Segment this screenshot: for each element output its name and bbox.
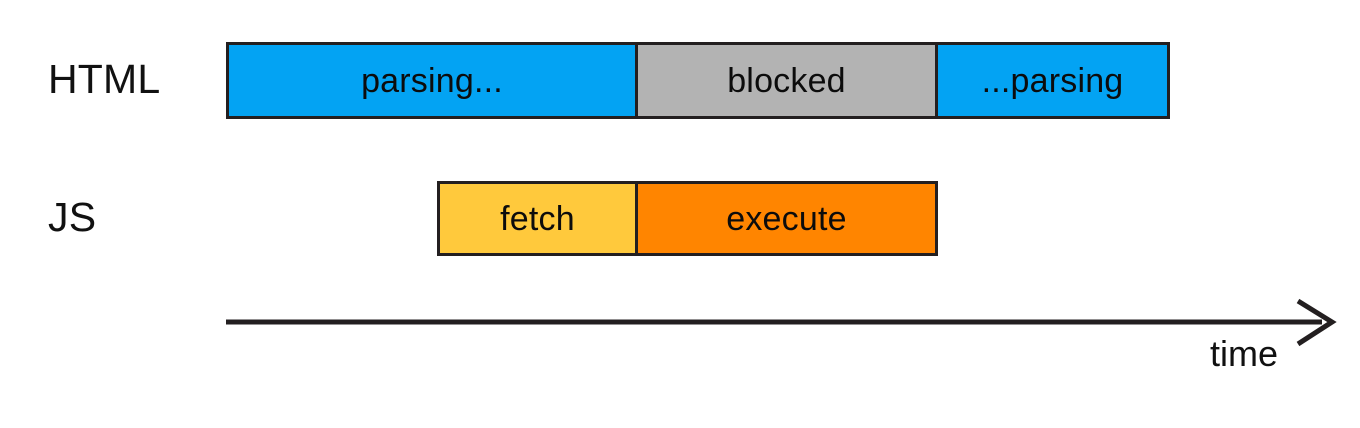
segment-label: fetch (500, 199, 575, 238)
arrow-right-icon (1296, 298, 1337, 347)
segment-label: execute (726, 199, 847, 238)
timeline-track-js: fetch execute (437, 181, 938, 256)
segment-label: blocked (727, 61, 846, 100)
segment-js-execute[interactable]: execute (635, 181, 938, 256)
segment-js-fetch[interactable]: fetch (437, 181, 638, 256)
row-label-js: JS (48, 194, 97, 240)
time-axis-label: time (1210, 333, 1279, 374)
segment-label: parsing... (361, 61, 503, 100)
segment-html-parsing-start[interactable]: parsing... (226, 42, 638, 119)
segment-html-parsing-resume[interactable]: ...parsing (935, 42, 1170, 119)
segment-html-blocked[interactable]: blocked (635, 42, 938, 119)
time-axis-arrow (226, 298, 1337, 347)
segment-label: ...parsing (981, 61, 1124, 100)
timeline-track-html: parsing... blocked ...parsing (226, 42, 1170, 119)
row-label-html: HTML (48, 56, 161, 102)
